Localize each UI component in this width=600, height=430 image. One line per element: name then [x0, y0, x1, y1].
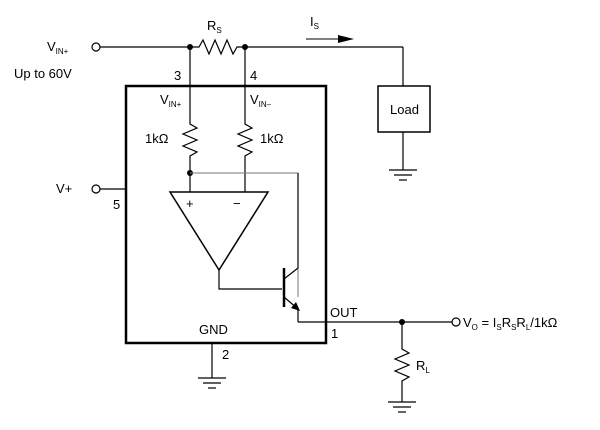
v-plus-label: V+: [56, 181, 72, 196]
opamp-plus-sign: +: [186, 196, 194, 211]
gnd-label: GND: [199, 322, 228, 337]
ic-vin-minus-label: VIN–: [250, 92, 272, 109]
v-plus-terminal: [91, 184, 101, 194]
pin4-number: 4: [250, 68, 257, 83]
ic-package: [124, 84, 328, 345]
out-label: OUT: [330, 305, 358, 320]
opamp-minus-sign: −: [233, 196, 241, 211]
ic-vin-plus-label: VIN+: [160, 92, 182, 109]
rs-resistor: [190, 38, 245, 56]
vin-plus-label: VIN+: [47, 39, 69, 56]
rl-label: RL: [416, 358, 430, 375]
vo-formula: VO = ISRSRL/1kΩ: [463, 315, 558, 332]
load-box: [377, 85, 431, 133]
left-internal-resistor: [181, 120, 199, 160]
load-ground-icon: [389, 169, 417, 181]
rl-ground-icon: [388, 401, 416, 413]
pin5-number: 5: [113, 197, 120, 212]
rs-label: RS: [207, 18, 222, 35]
vin-plus-terminal: [91, 42, 101, 52]
rl-resistor: [393, 345, 411, 385]
pin1-number: 1: [331, 326, 338, 341]
voltage-range-note: Up to 60V: [14, 66, 72, 81]
ic-ground-icon: [198, 377, 226, 389]
load-label: Load: [390, 102, 419, 117]
pin3-number: 3: [174, 68, 181, 83]
transistor-icon: [282, 173, 300, 322]
current-arrow: [306, 35, 354, 43]
opamp-output-wire: [218, 270, 282, 290]
opamp-triangle: [168, 191, 270, 272]
pin2-number: 2: [222, 347, 229, 362]
right-internal-resistor: [236, 120, 254, 160]
is-label: IS: [310, 14, 319, 31]
vo-terminal: [451, 317, 461, 327]
right-resistor-value: 1kΩ: [260, 131, 284, 146]
left-resistor-value: 1kΩ: [145, 131, 169, 146]
